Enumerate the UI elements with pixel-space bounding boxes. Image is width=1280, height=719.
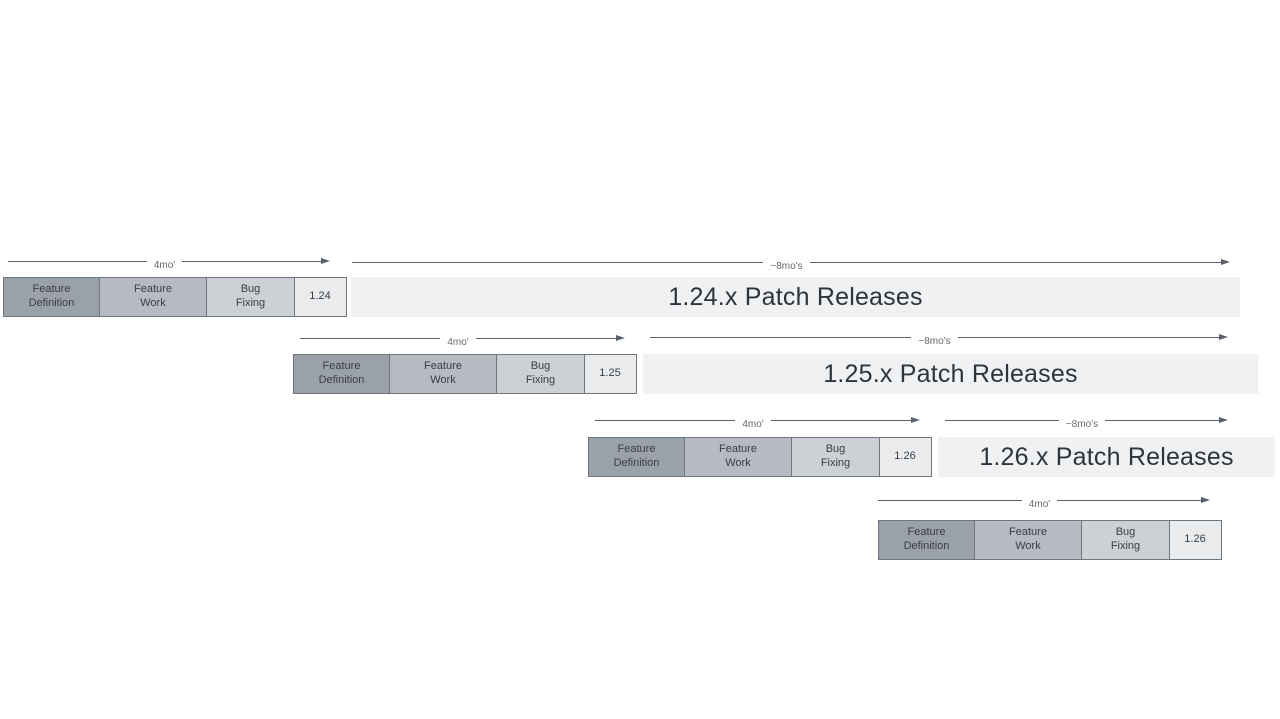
arrow-line [1057, 499, 1201, 501]
phase-bug-fixing: Bug Fixing [496, 354, 585, 394]
arrowhead-icon [911, 417, 920, 423]
phase-feature-work: Feature Work [388, 354, 498, 394]
patch-duration-arrow: ~8mo's [945, 412, 1229, 430]
arrowhead-icon [1221, 259, 1231, 265]
patch-releases-label: 1.24.x Patch Releases [668, 282, 923, 311]
arrow-line [957, 336, 1220, 338]
patch-releases-bar: 1.25.x Patch Releases [643, 354, 1258, 394]
phase-feature-definition: Feature Definition [3, 277, 100, 317]
cycle-duration-arrow: 4mo' [595, 412, 920, 430]
arrow-line [650, 336, 912, 338]
cycle-duration-label: 4mo' [742, 418, 764, 430]
version-box: 1.25 [583, 354, 637, 394]
patch-duration-arrow: ~8mo's [650, 329, 1229, 347]
patch-duration-label: ~8mo's [1065, 418, 1099, 430]
patch-releases-label: 1.26.x Patch Releases [979, 442, 1234, 471]
cycle-duration-label: 4mo' [153, 259, 176, 271]
release-row-1-25: Feature Definition Feature Work Bug Fixi… [293, 354, 637, 394]
arrowhead-icon [1219, 334, 1229, 340]
arrowhead-icon [1201, 497, 1210, 503]
arrow-line [809, 261, 1222, 263]
arrow-line [595, 419, 736, 421]
patch-duration-label: ~8mo's [770, 260, 803, 272]
arrow-line [878, 499, 1022, 501]
release-row-next: Feature Definition Feature Work Bug Fixi… [878, 520, 1222, 560]
phase-feature-definition: Feature Definition [588, 437, 685, 477]
release-row-1-26: Feature Definition Feature Work Bug Fixi… [588, 437, 932, 477]
phase-feature-definition: Feature Definition [878, 520, 975, 560]
patch-duration-label: ~8mo's [918, 335, 951, 347]
arrow-line [8, 260, 147, 262]
arrow-line [352, 261, 764, 263]
arrow-line [182, 260, 321, 262]
release-row-1-24: Feature Definition Feature Work Bug Fixi… [3, 277, 347, 317]
phase-bug-fixing: Bug Fixing [791, 437, 880, 477]
version-box: 1.26 [878, 437, 932, 477]
phase-bug-fixing: Bug Fixing [1081, 520, 1170, 560]
phase-bug-fixing: Bug Fixing [206, 277, 295, 317]
cycle-duration-arrow: 4mo' [8, 253, 330, 271]
patch-releases-bar: 1.26.x Patch Releases [938, 437, 1275, 477]
cycle-duration-label: 4mo' [1028, 498, 1051, 510]
arrow-line [475, 337, 616, 339]
arrow-line [770, 419, 911, 421]
arrowhead-icon [321, 258, 330, 264]
phase-feature-work: Feature Work [683, 437, 793, 477]
arrow-line [945, 419, 1059, 421]
patch-releases-label: 1.25.x Patch Releases [823, 359, 1078, 388]
arrowhead-icon [616, 335, 625, 341]
arrow-line [300, 337, 441, 339]
version-box: 1.26 [1168, 520, 1222, 560]
cycle-duration-label: 4mo' [447, 336, 469, 348]
patch-duration-arrow: ~8mo's [352, 254, 1231, 272]
phase-feature-work: Feature Work [98, 277, 208, 317]
patch-releases-bar: 1.24.x Patch Releases [351, 277, 1240, 317]
version-box: 1.24 [293, 277, 347, 317]
phase-feature-definition: Feature Definition [293, 354, 390, 394]
cycle-duration-arrow: 4mo' [300, 330, 625, 348]
cycle-duration-arrow: 4mo' [878, 492, 1210, 510]
arrowhead-icon [1219, 417, 1229, 423]
arrow-line [1105, 419, 1220, 421]
phase-feature-work: Feature Work [973, 520, 1083, 560]
